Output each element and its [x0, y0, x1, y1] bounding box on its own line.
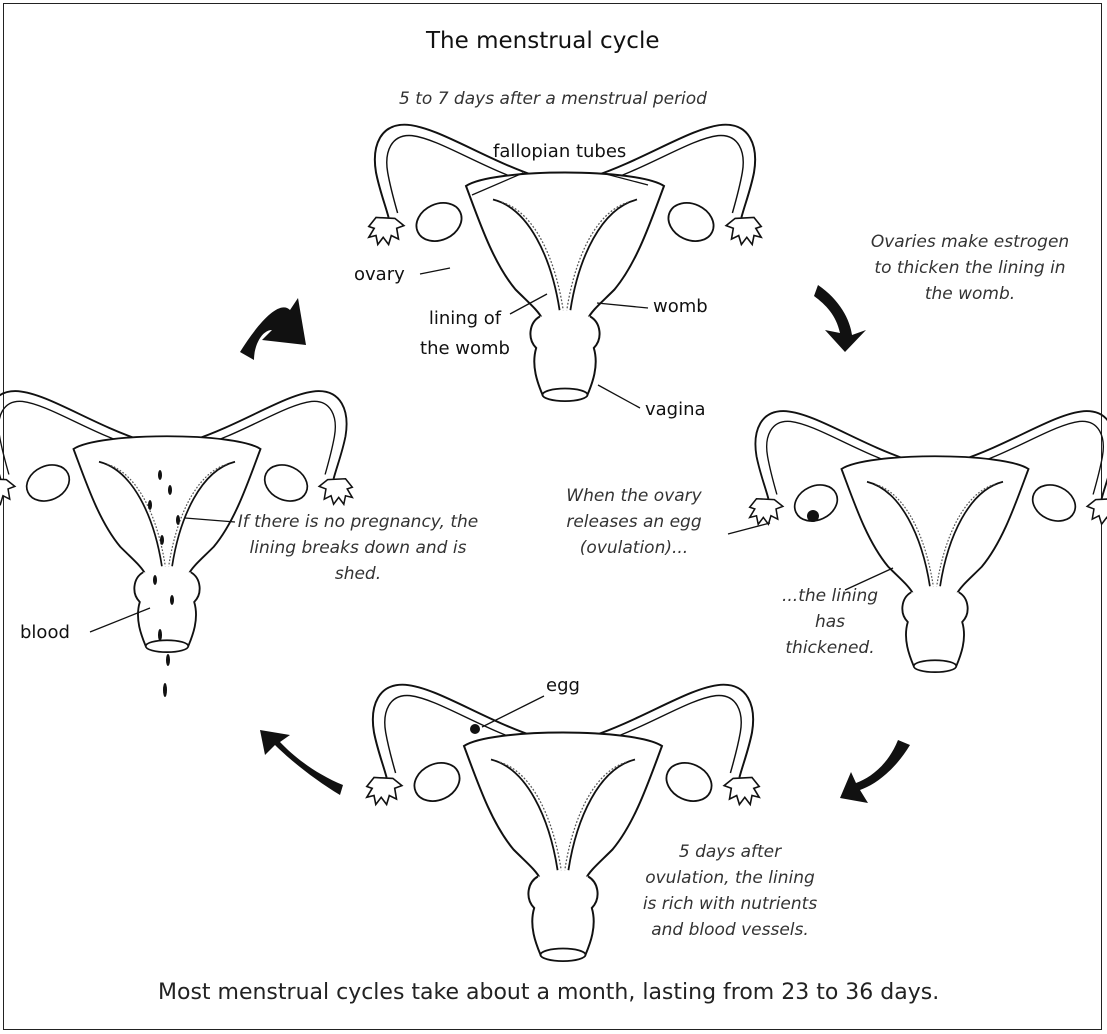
- top-caption: 5 to 7 days after a menstrual period: [368, 86, 738, 112]
- note-ovulation: When the ovary releases an egg (ovulatio…: [538, 483, 730, 561]
- footer-note: Most menstrual cycles take about a month…: [158, 980, 939, 1005]
- label-vagina: vagina: [645, 399, 706, 420]
- note-thickened: ...the lining has thickened.: [770, 583, 890, 661]
- egg-released: [807, 510, 819, 522]
- label-egg: egg: [546, 675, 580, 696]
- label-fallopian-tubes: fallopian tubes: [493, 141, 626, 162]
- label-ovary: ovary: [354, 264, 405, 285]
- note-estrogen: Ovaries make estrogen to thicken the lin…: [870, 229, 1070, 307]
- note-nutrients: 5 days after ovulation, the lining is ri…: [640, 839, 820, 943]
- label-lining-of-the-womb: lining of the womb: [415, 304, 515, 364]
- diagram-title: The menstrual cycle: [426, 28, 660, 54]
- label-blood: blood: [20, 622, 70, 643]
- label-womb: womb: [653, 296, 708, 317]
- note-shed: If there is no pregnancy, the lining bre…: [228, 509, 488, 587]
- egg-in-tube: [470, 724, 480, 734]
